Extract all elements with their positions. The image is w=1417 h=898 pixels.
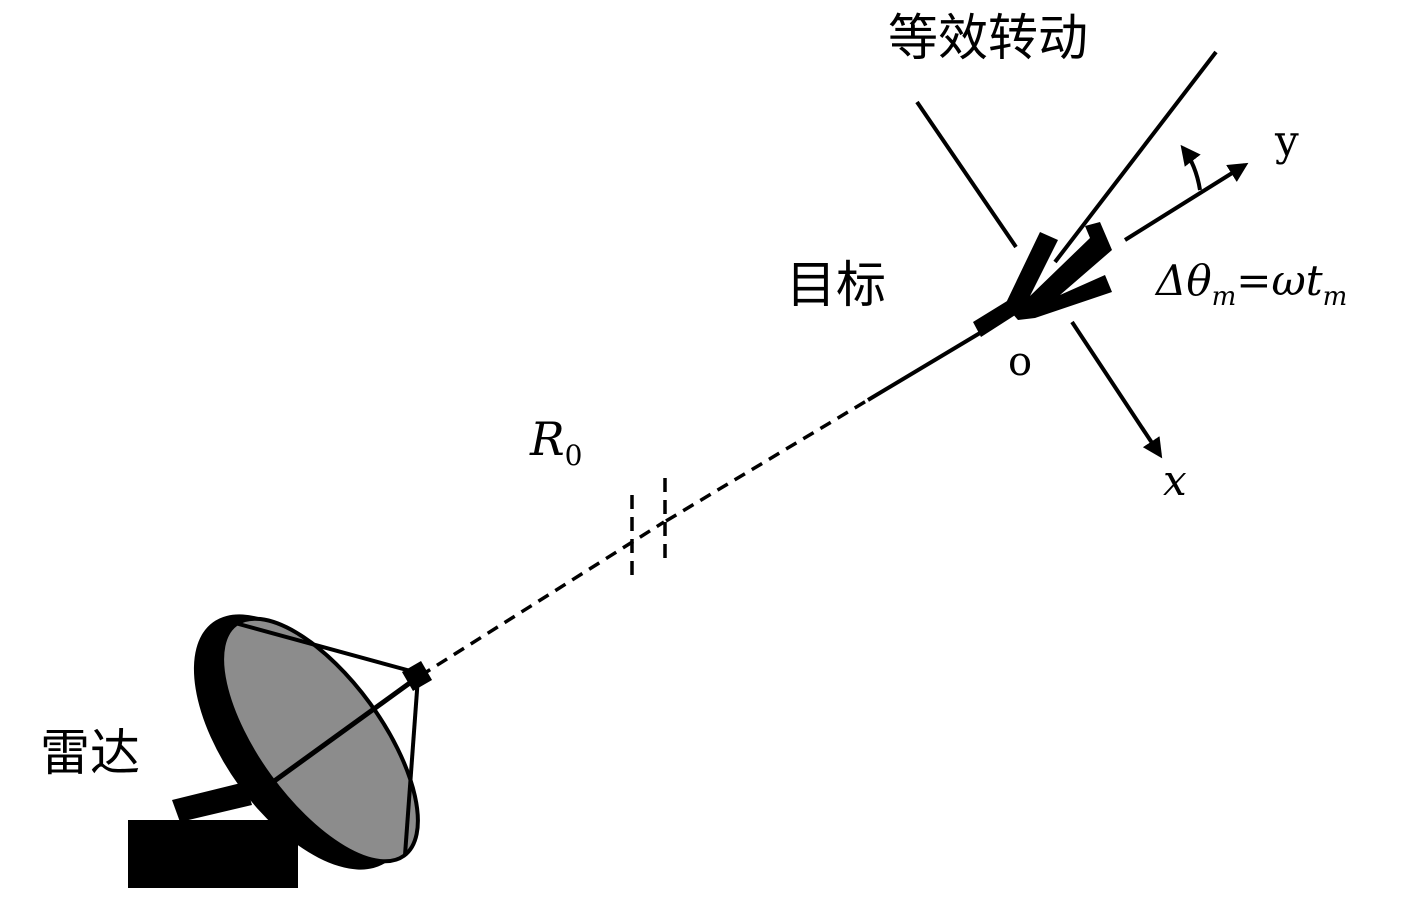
radar-icon	[128, 614, 433, 888]
rotation-arc-arrow	[1180, 144, 1202, 191]
x-axis-label: x	[1163, 456, 1187, 505]
radar-base	[128, 820, 298, 888]
y-axis-arrow	[1123, 162, 1249, 242]
line-of-sight-target	[866, 328, 987, 402]
rotation-label: 等效转动	[888, 9, 1088, 67]
range-label: R0	[529, 412, 582, 472]
rotation-line-left	[915, 100, 1018, 249]
origin-label: o	[1008, 339, 1032, 385]
y-axis-label: y	[1274, 116, 1299, 165]
x-axis-arrow	[1070, 320, 1163, 459]
line-of-sight-near	[419, 520, 665, 678]
rotation-line-right	[1053, 50, 1218, 264]
radar-label: 雷达	[40, 724, 140, 782]
line-of-sight-far	[665, 398, 869, 523]
target-icon	[973, 222, 1112, 337]
target-label: 目标	[786, 256, 886, 314]
rotation-formula: Δθm=ωtm	[1154, 256, 1347, 312]
